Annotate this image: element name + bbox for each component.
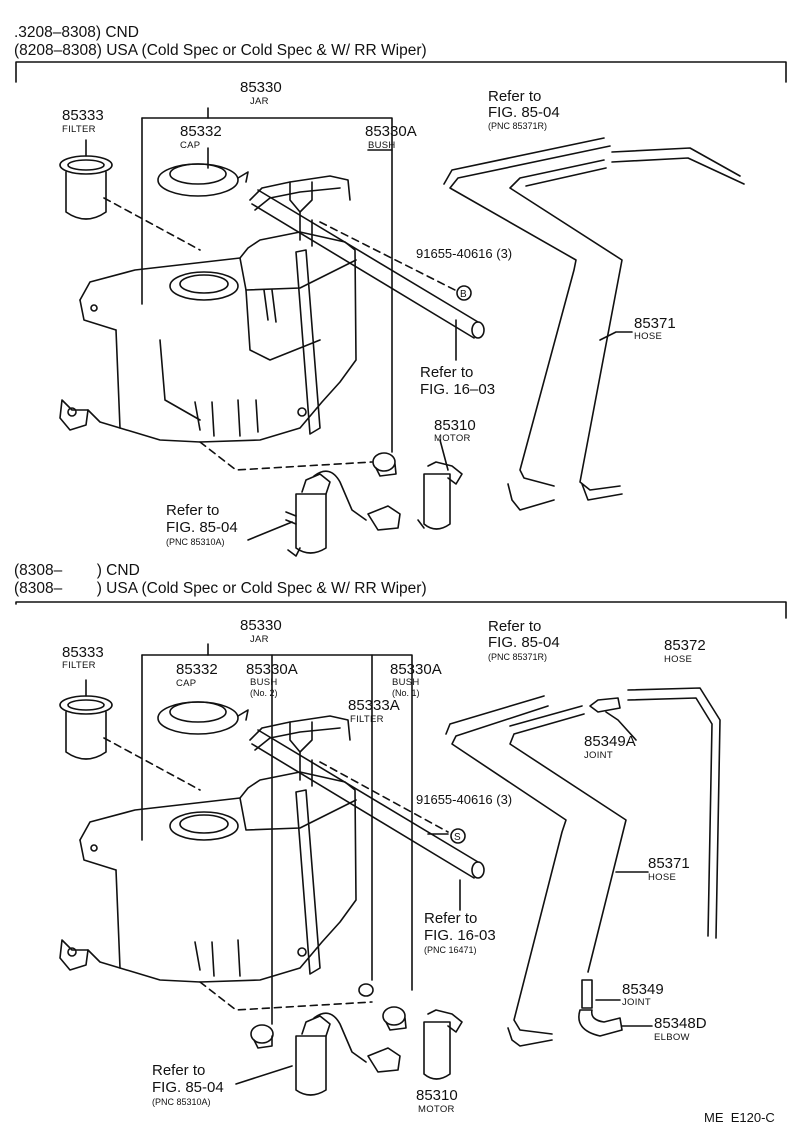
bottom-joint-85349 bbox=[581, 979, 593, 1009]
top-jar-body bbox=[59, 231, 357, 443]
bottom-hose-lines bbox=[445, 687, 721, 1047]
bottom-bush-no2 bbox=[250, 1024, 274, 1049]
top-cap-part bbox=[157, 163, 249, 197]
bottom-elbow-number: 85348D bbox=[654, 1015, 707, 1032]
top-hose-lines bbox=[443, 137, 745, 511]
top-header-line2: (8208–8308) USA (Cold Spec or Cold Spec … bbox=[14, 42, 427, 59]
top-motor-ref-pnc: (PNC 85310A) bbox=[166, 537, 225, 547]
top-motor-part bbox=[417, 461, 463, 530]
top-bolt-mark-letter: B bbox=[460, 289, 467, 300]
top-filter-number: 85333 bbox=[62, 107, 104, 124]
top-motor-harness bbox=[285, 470, 401, 557]
bottom-motor-ref-line2: FIG. 85-04 bbox=[152, 1079, 224, 1096]
top-header-line1: .3208–8308) CND bbox=[14, 24, 139, 41]
bottom-joint-85349a bbox=[589, 697, 621, 713]
bottom-section-frame bbox=[15, 601, 787, 619]
bottom-elbow-85348d bbox=[578, 1009, 623, 1037]
bottom-bush2-number: 85330A bbox=[246, 661, 298, 678]
bottom-joint-a-number: 85349A bbox=[584, 733, 636, 750]
bottom-joint-a-name: JOINT bbox=[584, 750, 613, 761]
bottom-fig16-ref-line1: Refer to bbox=[424, 910, 478, 927]
bottom-hose371-number: 85371 bbox=[648, 855, 690, 872]
bottom-hose371-name: HOSE bbox=[648, 872, 677, 883]
bottom-jar-number: 85330 bbox=[240, 617, 282, 634]
bottom-bolt-number: 91655-40616 (3) bbox=[416, 792, 513, 807]
bottom-jar-name: JAR bbox=[250, 634, 269, 645]
top-filter-name: FILTER bbox=[62, 124, 96, 135]
top-pipe-assembly bbox=[249, 175, 485, 435]
top-motor-ref-line1: Refer to bbox=[166, 502, 220, 519]
top-motor-number: 85310 bbox=[434, 417, 476, 434]
bottom-motor-harness bbox=[295, 1012, 401, 1096]
top-bush-name: BUSH bbox=[368, 140, 396, 151]
bottom-hose372-name: HOSE bbox=[664, 654, 693, 665]
bottom-cap-name: CAP bbox=[176, 678, 197, 689]
top-motor-ref-line2: FIG. 85-04 bbox=[166, 519, 238, 536]
bottom-fig16-ref-pnc: (PNC 16471) bbox=[424, 945, 477, 955]
bottom-header-line1: (8308– ) CND bbox=[14, 562, 140, 579]
bottom-bush1-sub: (No. 1) bbox=[392, 688, 420, 698]
bottom-bush1-number: 85330A bbox=[390, 661, 442, 678]
bottom-hose-ref-pnc: (PNC 85371R) bbox=[488, 652, 548, 662]
bottom-filter2-name: FILTER bbox=[350, 714, 384, 725]
bottom-cap-part bbox=[157, 701, 249, 735]
bottom-joint-number: 85349 bbox=[622, 981, 664, 998]
top-hose-ref-line2: FIG. 85-04 bbox=[488, 104, 560, 121]
bottom-bush2-sub: (No. 2) bbox=[250, 688, 278, 698]
bottom-bush1-name: BUSH bbox=[392, 677, 420, 688]
top-fig16-ref-line2: FIG. 16–03 bbox=[420, 381, 496, 398]
bottom-motor-ref-line1: Refer to bbox=[152, 1062, 206, 1079]
top-jar-number: 85330 bbox=[240, 79, 282, 96]
bottom-motor-part bbox=[423, 1009, 463, 1080]
top-hose-ref-pnc: (PNC 85371R) bbox=[488, 121, 548, 131]
top-bush-part bbox=[372, 452, 397, 477]
bottom-bush-no1 bbox=[382, 1006, 407, 1031]
bottom-filter-part bbox=[59, 679, 113, 760]
top-bolt-number: 91655-40616 (3) bbox=[416, 246, 513, 261]
top-bush-number: 85330A bbox=[365, 123, 417, 140]
top-fig16-ref-line1: Refer to bbox=[420, 364, 474, 381]
bottom-header-line2: (8308– ) USA (Cold Spec or Cold Spec & W… bbox=[14, 580, 427, 597]
bottom-filter-number: 85333 bbox=[62, 644, 104, 661]
top-jar-name: JAR bbox=[250, 96, 269, 107]
bottom-cap-number: 85332 bbox=[176, 661, 218, 678]
bottom-hose-ref-line2: FIG. 85-04 bbox=[488, 634, 560, 651]
bottom-pipe-assembly bbox=[249, 715, 485, 975]
bottom-jar-body bbox=[59, 771, 357, 983]
bottom-fig16-ref-line2: FIG. 16-03 bbox=[424, 927, 496, 944]
bottom-hose-ref-line1: Refer to bbox=[488, 618, 542, 635]
bottom-hose372-number: 85372 bbox=[664, 637, 706, 654]
top-cap-number: 85332 bbox=[180, 123, 222, 140]
top-cap-name: CAP bbox=[180, 140, 201, 151]
top-motor-name: MOTOR bbox=[434, 433, 471, 444]
bottom-jar-bracket bbox=[141, 654, 413, 991]
top-bolt-mark-circle bbox=[456, 285, 472, 301]
bottom-motor-name: MOTOR bbox=[418, 1104, 455, 1115]
top-hose-name: HOSE bbox=[634, 331, 663, 342]
bottom-bolt-mark-letter: S bbox=[454, 832, 461, 843]
top-hose-ref-line1: Refer to bbox=[488, 88, 542, 105]
top-hose-number: 85371 bbox=[634, 315, 676, 332]
figure-code: ME E120-C bbox=[704, 1110, 775, 1125]
top-jar-bracket bbox=[141, 117, 393, 453]
bottom-motor-ref-pnc: (PNC 85310A) bbox=[152, 1097, 211, 1107]
top-section-frame bbox=[15, 61, 787, 83]
bottom-joint-name: JOINT bbox=[622, 997, 651, 1008]
bottom-filter-name: FILTER bbox=[62, 660, 96, 671]
bottom-filter2-number: 85333A bbox=[348, 697, 400, 714]
bottom-bolt-mark-circle bbox=[450, 828, 466, 844]
top-filter-part bbox=[59, 139, 113, 220]
bottom-bush2-name: BUSH bbox=[250, 677, 278, 688]
bottom-motor-number: 85310 bbox=[416, 1087, 458, 1104]
bottom-filter2-part bbox=[358, 983, 374, 997]
bottom-elbow-name: ELBOW bbox=[654, 1032, 690, 1043]
